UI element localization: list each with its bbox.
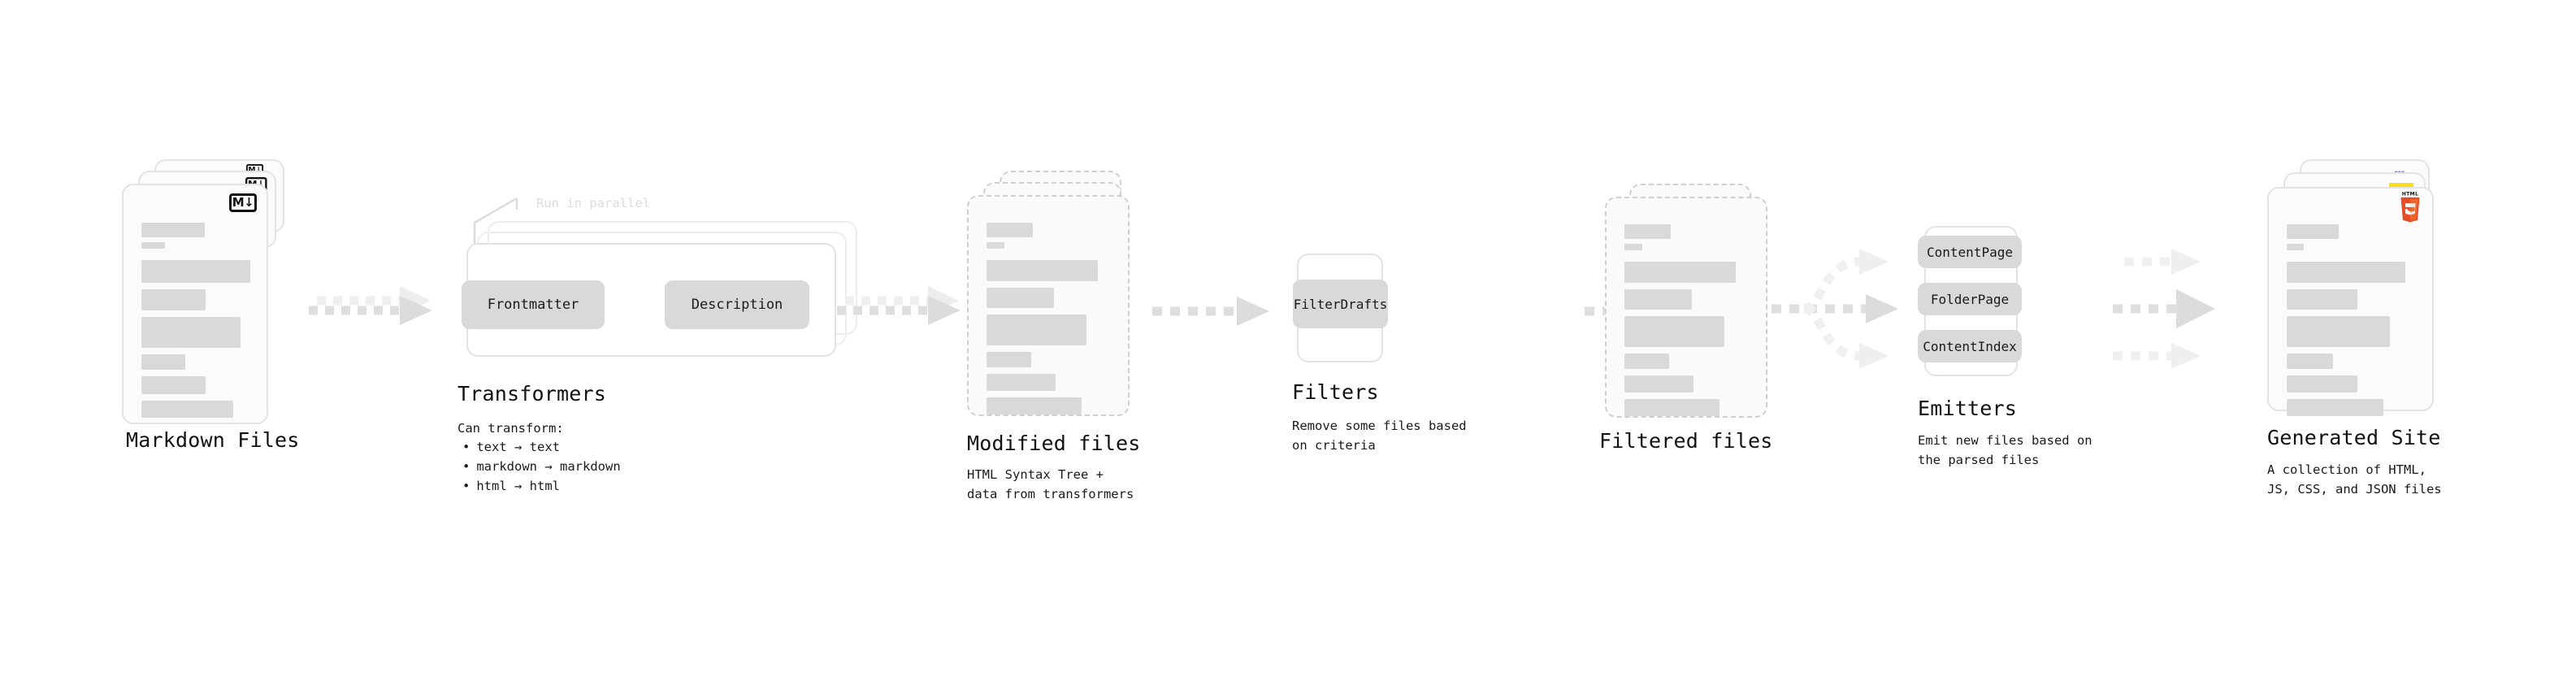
generated-site-title: Generated Site	[2267, 426, 2441, 449]
filtered-file-card-front	[1605, 197, 1767, 418]
generated-site-subtitle: A collection of HTML, JS, CSS, and JSON …	[2267, 462, 2442, 497]
transformers-title: Transformers	[458, 382, 607, 406]
transform-item: text → text	[458, 437, 621, 457]
emitter-chip-folderpage[interactable]: FolderPage	[1918, 283, 2022, 315]
connector-modified-to-filters	[1152, 297, 1269, 326]
run-in-parallel-bracket	[473, 197, 518, 252]
svg-text:HTML: HTML	[2402, 192, 2418, 197]
filtered-files-title: Filtered files	[1599, 429, 1773, 453]
filters-subtitle: Remove some files based on criteria	[1292, 419, 1467, 453]
connector-emitters-to-site	[2113, 249, 2215, 369]
modified-file-content	[987, 223, 1112, 421]
emitter-chip-contentpage[interactable]: ContentPage	[1918, 236, 2022, 268]
transformers-transform-list: text → text markdown → markdown html → h…	[458, 437, 621, 496]
transformers-subtitle-intro: Can transform:	[458, 421, 564, 436]
modified-files-title: Modified files	[967, 432, 1141, 455]
filtered-file-content	[1624, 224, 1750, 423]
transformer-chip-description[interactable]: Description	[665, 280, 809, 329]
modified-file-card-front	[967, 195, 1130, 416]
filter-chip-filterdrafts[interactable]: FilterDrafts	[1293, 280, 1388, 328]
markdown-files-stack: M↓ M↓ M↓	[122, 159, 293, 427]
transformer-chip-frontmatter[interactable]: Frontmatter	[462, 280, 605, 329]
markdown-files-title: Markdown Files	[126, 428, 300, 452]
connector-markdown-to-transformers	[309, 286, 432, 325]
html5-badge-icon: HTML	[2400, 192, 2420, 223]
generated-site-content	[2287, 224, 2416, 423]
connector-transformers-to-modified	[837, 286, 961, 325]
emitter-chip-contentindex[interactable]: ContentIndex	[1918, 330, 2022, 362]
modified-files-subtitle: HTML Syntax Tree + data from transformer…	[967, 467, 1134, 502]
emitters-title: Emitters	[1918, 397, 2018, 420]
connector-filtered-to-emitters	[1772, 249, 1898, 369]
generated-site-stack: CSS HTML	[2267, 159, 2446, 436]
filters-title: Filters	[1292, 380, 1379, 404]
markdown-file-content	[141, 223, 250, 424]
filtered-files-stack	[1605, 184, 1784, 452]
markdown-badge-icon: M↓	[229, 193, 257, 212]
emitters-subtitle: Emit new files based on the parsed files	[1918, 433, 2092, 468]
modified-files-stack	[967, 171, 1146, 439]
markdown-file-card-front: M↓	[122, 184, 268, 424]
generated-site-card-front: HTML	[2267, 187, 2434, 416]
transform-item: html → html	[458, 476, 621, 496]
run-in-parallel-label: Run in parallel	[536, 196, 650, 210]
transform-item: markdown → markdown	[458, 457, 620, 476]
